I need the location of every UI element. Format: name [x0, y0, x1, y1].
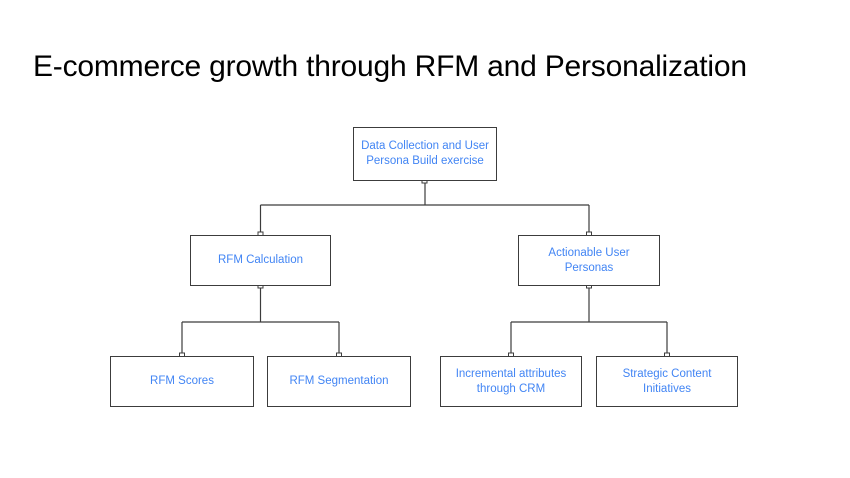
tree-node-label: Incremental attributes through CRM — [455, 367, 567, 395]
tree-node-rfm-scores[interactable]: RFM Scores — [110, 356, 254, 407]
tree-node-strategic-content[interactable]: Strategic Content Initiatives — [596, 356, 738, 407]
tree-node-actionable-user-personas[interactable]: Actionable User Personas — [518, 235, 660, 286]
tree-node-rfm-segmentation[interactable]: RFM Segmentation — [267, 356, 411, 407]
tree-node-incremental-attributes[interactable]: Incremental attributes through CRM — [440, 356, 582, 407]
tree-node-label: Strategic Content Initiatives — [622, 367, 712, 395]
tree-node-rfm-calculation[interactable]: RFM Calculation — [190, 235, 331, 286]
tree-node-label: RFM Calculation — [218, 254, 303, 266]
tree-node-label: RFM Scores — [150, 375, 214, 387]
tree-node-label: Actionable User Personas — [548, 246, 630, 274]
page-title: E-commerce growth through RFM and Person… — [33, 50, 747, 83]
tree-node-label: RFM Segmentation — [289, 375, 389, 387]
tree-node-label: Data Collection and User Persona Build e… — [361, 140, 489, 167]
tree-node-data-collection[interactable]: Data Collection and User Persona Build e… — [353, 127, 497, 181]
